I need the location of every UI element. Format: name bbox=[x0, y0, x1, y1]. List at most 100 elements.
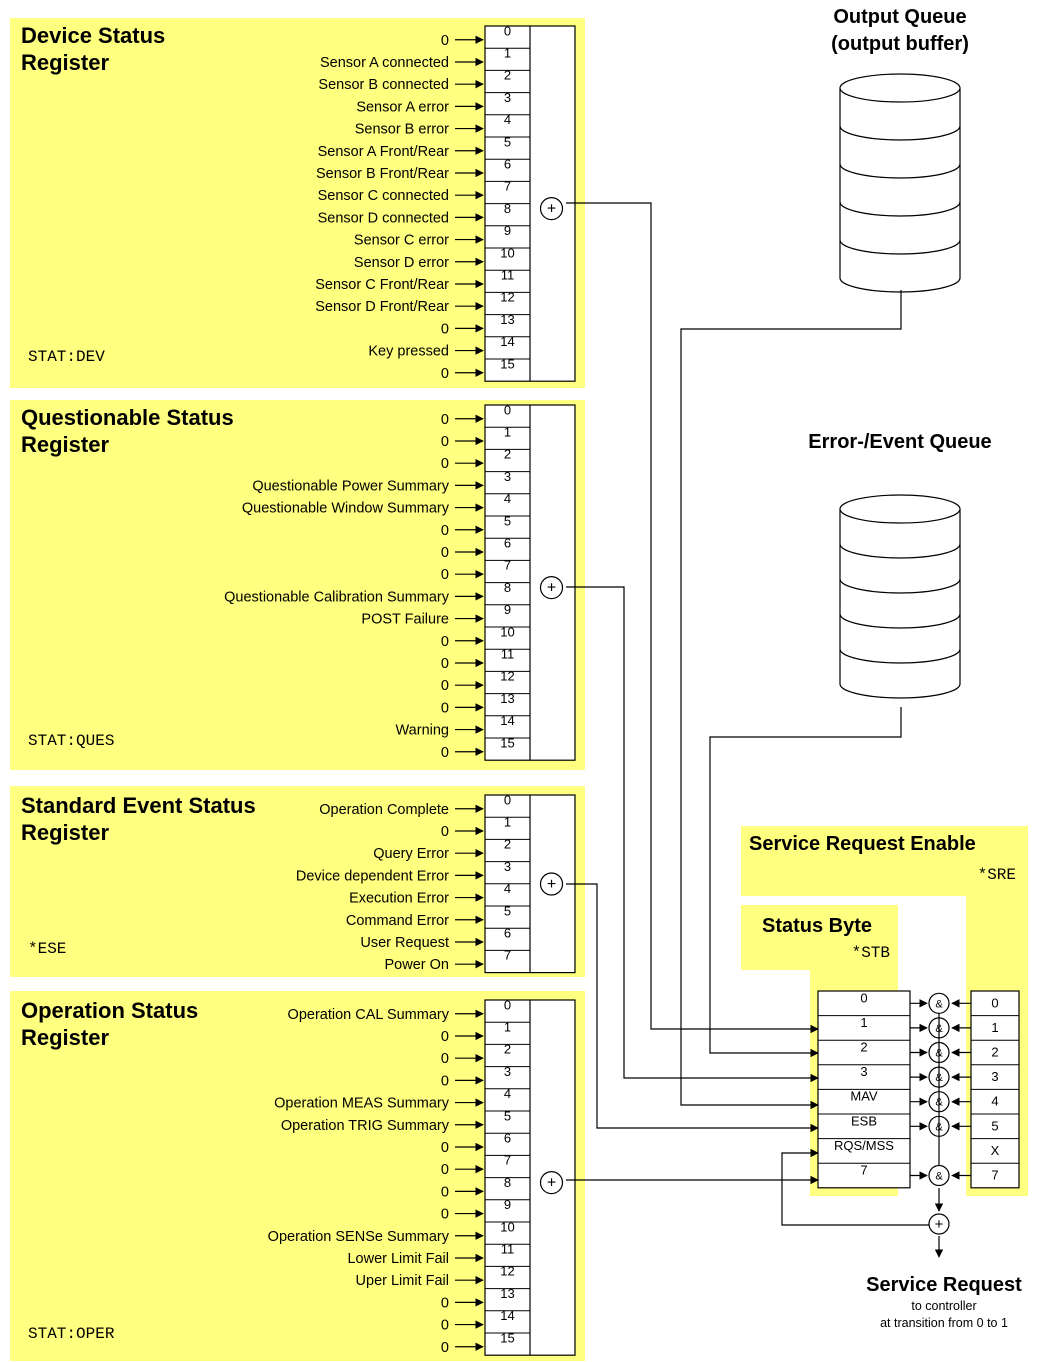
cylinder-ring bbox=[839, 578, 961, 594]
register-bit-8: 8 bbox=[504, 1175, 511, 1190]
register-bit-4: 4 bbox=[504, 1086, 511, 1101]
standard-event-title-2: Register bbox=[21, 820, 109, 845]
status-byte-bit-3: 3 bbox=[860, 1064, 867, 1079]
register-input-label: Operation Complete bbox=[319, 802, 449, 818]
register-input-label: 0 bbox=[441, 456, 449, 472]
register-bit-4: 4 bbox=[504, 491, 511, 506]
sre-bit-5: 5 bbox=[991, 1118, 998, 1133]
register-bit-15: 15 bbox=[500, 1330, 514, 1345]
register-input-label: 0 bbox=[441, 545, 449, 561]
register-bit-4: 4 bbox=[504, 881, 511, 896]
register-input-label: 0 bbox=[441, 412, 449, 428]
register-or-gate bbox=[539, 872, 564, 896]
register-input-label: 0 bbox=[441, 1207, 449, 1223]
register-input-label: User Request bbox=[360, 935, 449, 951]
register-bit-1: 1 bbox=[504, 425, 511, 440]
register-bit-12: 12 bbox=[500, 1264, 514, 1279]
status-byte-bit-6: RQS/MSS bbox=[834, 1138, 894, 1153]
status-byte-title: Status Byte bbox=[762, 915, 872, 937]
register-or-gate bbox=[539, 575, 564, 600]
status-byte-bit-5: ESB bbox=[851, 1113, 877, 1128]
cylinder-ring bbox=[839, 201, 961, 217]
service-request-enable-command: *SRE bbox=[978, 866, 1016, 884]
register-input-label: Sensor D Front/Rear bbox=[315, 299, 449, 315]
register-bit-6: 6 bbox=[504, 926, 511, 941]
register-input-label: 0 bbox=[441, 1295, 449, 1311]
register-bit-0: 0 bbox=[504, 997, 511, 1012]
register-input-label: 0 bbox=[441, 366, 449, 382]
register-or-gate bbox=[539, 197, 564, 221]
final-or-gate bbox=[928, 1213, 950, 1235]
register-bit-8: 8 bbox=[504, 580, 511, 595]
and-symbol: & bbox=[935, 1171, 943, 1183]
register-input-label: 0 bbox=[441, 1340, 449, 1356]
register-input-label: Sensor B Front/Rear bbox=[316, 166, 449, 182]
register-bit-2: 2 bbox=[504, 1042, 511, 1057]
status-byte-command: *STB bbox=[852, 944, 890, 962]
sre-bit-0: 0 bbox=[991, 995, 998, 1010]
cylinder-ring bbox=[839, 648, 961, 664]
sre-bit-7: 7 bbox=[991, 1168, 998, 1183]
cylinder-ring bbox=[839, 163, 961, 179]
status-byte-bit-0: 0 bbox=[860, 990, 867, 1005]
register-bit-14: 14 bbox=[500, 713, 514, 728]
register-bit-9: 9 bbox=[504, 602, 511, 617]
register-input-label: Operation CAL Summary bbox=[288, 1007, 450, 1023]
and-symbol: & bbox=[935, 998, 943, 1010]
register-or-symbol: + bbox=[547, 580, 556, 597]
register-or-symbol: + bbox=[547, 876, 556, 893]
register-bit-1: 1 bbox=[504, 815, 511, 830]
register-input-label: Operation SENSe Summary bbox=[268, 1229, 450, 1245]
register-bit-14: 14 bbox=[500, 1308, 514, 1323]
register-input-label: Command Error bbox=[346, 913, 449, 929]
cylinder-ring bbox=[839, 125, 961, 141]
register-bit-6: 6 bbox=[504, 536, 511, 551]
error-queue-title: Error-/Event Queue bbox=[808, 431, 991, 453]
cylinder-ring bbox=[839, 613, 961, 629]
register-input-label: Device dependent Error bbox=[296, 868, 449, 884]
register-bit-7: 7 bbox=[504, 179, 511, 194]
register-input-label: 0 bbox=[441, 678, 449, 694]
register-or-symbol: + bbox=[547, 201, 556, 218]
register-bit-2: 2 bbox=[504, 447, 511, 462]
register-bit-15: 15 bbox=[500, 356, 514, 371]
register-bit-9: 9 bbox=[504, 1197, 511, 1212]
sre-bit-6: X bbox=[991, 1143, 1000, 1158]
register-bit-7: 7 bbox=[504, 1153, 511, 1168]
error-queue-line bbox=[709, 707, 902, 1058]
status-byte-bit-2: 2 bbox=[860, 1040, 867, 1055]
register-bit-0: 0 bbox=[504, 402, 511, 417]
register-bit-15: 15 bbox=[500, 735, 514, 750]
cylinder-body bbox=[839, 509, 961, 699]
register-input-label: 0 bbox=[441, 700, 449, 716]
register-input-label: Sensor A Front/Rear bbox=[318, 144, 450, 160]
operation-status-title-1: Operation Status bbox=[21, 998, 198, 1023]
operation-status-title-2: Register bbox=[21, 1025, 109, 1050]
standard-event-title-1: Standard Event Status bbox=[21, 793, 256, 818]
register-input-label: 0 bbox=[441, 1140, 449, 1156]
register-bit-0: 0 bbox=[504, 792, 511, 807]
register-bit-2: 2 bbox=[504, 68, 511, 83]
register-bit-4: 4 bbox=[504, 112, 511, 127]
cylinder-top bbox=[839, 494, 961, 524]
register-bit-5: 5 bbox=[504, 1108, 511, 1123]
register-bit-8: 8 bbox=[504, 201, 511, 216]
register-input-label: 0 bbox=[441, 1073, 449, 1089]
register-bit-7: 7 bbox=[504, 948, 511, 963]
register-input-label: Sensor B error bbox=[355, 122, 449, 138]
register-bit-12: 12 bbox=[500, 290, 514, 305]
register-bit-9: 9 bbox=[504, 223, 511, 238]
final-or-symbol: + bbox=[935, 1216, 944, 1233]
output-queue-cylinder bbox=[839, 73, 961, 293]
device-status-title-2: Register bbox=[21, 50, 109, 75]
device-summary-line bbox=[566, 202, 819, 1034]
register-bit-6: 6 bbox=[504, 157, 511, 172]
register-bit-3: 3 bbox=[504, 469, 511, 484]
cylinder-ring bbox=[839, 239, 961, 255]
error-queue-cylinder bbox=[839, 494, 961, 699]
cylinder-ring bbox=[839, 543, 961, 559]
